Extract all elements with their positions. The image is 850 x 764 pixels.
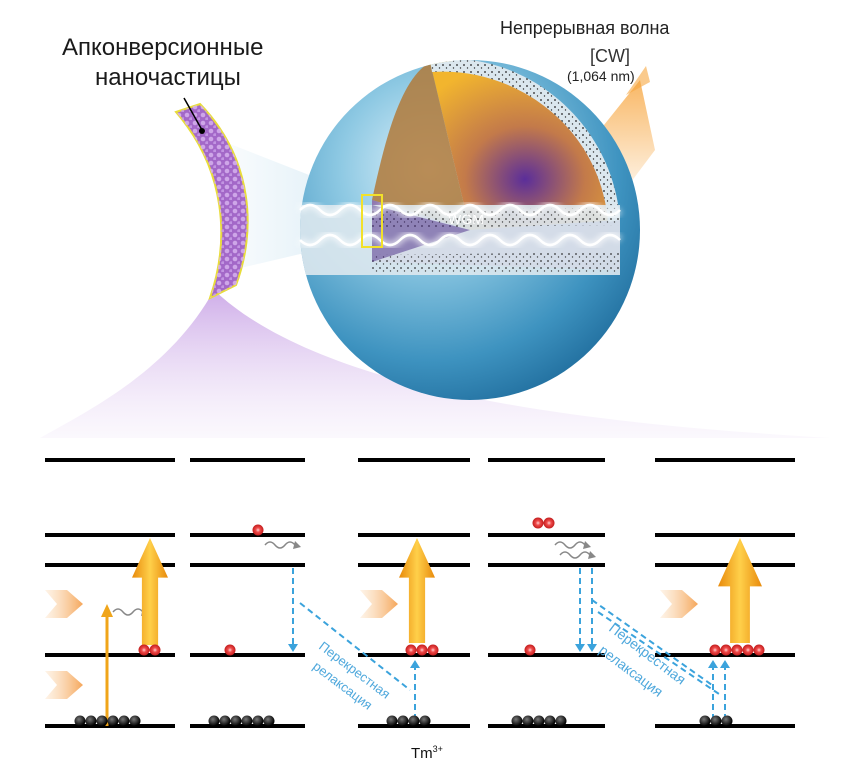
emission-arrow-p3 — [399, 538, 435, 643]
cw-abbr: [CW] — [590, 46, 630, 66]
ground-electron-p1-5 — [118, 715, 130, 727]
mid-electron-p3-1 — [405, 644, 417, 656]
mid-electron-p2-1 — [224, 644, 236, 656]
ground-electron-p2-4 — [241, 715, 253, 727]
ground-electron-p1-6 — [129, 715, 141, 727]
sphere-core-cutaway — [430, 61, 620, 231]
pump-arrow-p1-lower — [45, 671, 83, 699]
emission-arrow-p1 — [132, 538, 168, 645]
mid-electron-p3-3 — [427, 644, 439, 656]
ground-electron-p2-3 — [230, 715, 242, 727]
ground-electron-p3-3 — [408, 715, 420, 727]
ground-electron-p4-5 — [555, 715, 567, 727]
ground-electron-p2-2 — [219, 715, 231, 727]
mid-electron-p4-1 — [524, 644, 536, 656]
pump-arrows — [45, 590, 698, 699]
nanoparticles-label-line2: наночастицы — [95, 64, 241, 91]
projection-fan — [40, 290, 830, 438]
ground-electron-p3-4 — [419, 715, 431, 727]
upper-electron-p4-1 — [532, 517, 544, 529]
nanoparticle-shell-segment — [174, 102, 249, 300]
cr-up-head-p3 — [410, 660, 420, 668]
mid-electron-p5-4 — [742, 644, 754, 656]
decay-squiggle-p2 — [264, 541, 296, 549]
wgm-label: WGM — [448, 211, 484, 227]
pointer-dot — [199, 128, 205, 134]
ground-electron-p1-4 — [107, 715, 119, 727]
ion-label: Tm3+ — [411, 744, 443, 762]
cr-link-p4-a — [591, 599, 713, 686]
mid-electron-p3-2 — [416, 644, 428, 656]
mid-electron-p5-3 — [731, 644, 743, 656]
ground-electron-p4-1 — [511, 715, 523, 727]
mid-electron-p1-2 — [149, 644, 161, 656]
ground-electron-p3-2 — [397, 715, 409, 727]
electrons — [74, 517, 765, 727]
cr-up-head-p5-b — [720, 660, 730, 668]
mid-electron-p5-1 — [709, 644, 721, 656]
cr-down-head-p2 — [288, 644, 298, 652]
emission-arrow-p5 — [718, 538, 762, 643]
ground-electron-p5-3 — [721, 715, 733, 727]
ground-electron-p1-1 — [74, 715, 86, 727]
transitions — [101, 538, 762, 726]
cr-up-head-p5-a — [708, 660, 718, 668]
ground-electron-p1-2 — [85, 715, 97, 727]
upper-electron-p4-2 — [543, 517, 555, 529]
pump-arrow-p1-upper — [45, 590, 83, 618]
cr-down-head-p4-b — [587, 644, 597, 652]
ground-electron-p4-3 — [533, 715, 545, 727]
cr-link-p4-b — [597, 611, 723, 697]
ground-electron-p4-4 — [544, 715, 556, 727]
ground-electron-p5-1 — [699, 715, 711, 727]
microsphere-resonator — [297, 60, 640, 400]
mid-electron-p5-5 — [753, 644, 765, 656]
pump-arrow-p3 — [360, 590, 398, 618]
mid-electron-p1-1 — [138, 644, 150, 656]
decay-squiggle-p4-b-head — [588, 551, 596, 559]
nanoparticles-label-line1: Апконверсионные — [62, 34, 264, 61]
ground-electron-p2-5 — [252, 715, 264, 727]
cr-down-head-p4-a — [575, 644, 585, 652]
energy-levels — [45, 458, 795, 728]
ground-electron-p5-2 — [710, 715, 722, 727]
cw-laser-beam-tip — [626, 66, 650, 95]
ground-electron-p2-1 — [208, 715, 220, 727]
pump-arrow-p5 — [660, 590, 698, 618]
ground-electron-p3-1 — [386, 715, 398, 727]
decay-squiggle-p4-b — [559, 551, 591, 559]
ground-electron-p4-2 — [522, 715, 534, 727]
decay-squiggle-p2-head — [293, 541, 301, 549]
upper-electron-p2-1 — [252, 524, 264, 536]
ground-electron-p2-6 — [263, 715, 275, 727]
cw-wavelength: (1,064 nm) — [567, 68, 635, 84]
decay-squiggle-p4-a — [554, 541, 586, 549]
cw-title: Непрерывная волна — [500, 18, 670, 38]
decay-squiggle-p1 — [112, 608, 144, 616]
pointer-line — [183, 97, 203, 131]
cr-link-p2 — [299, 602, 411, 691]
excitation-head-p1 — [101, 604, 113, 617]
decay-squiggle-p4-a-head — [583, 541, 591, 549]
ground-electron-p1-3 — [96, 715, 108, 727]
mid-electron-p5-2 — [720, 644, 732, 656]
